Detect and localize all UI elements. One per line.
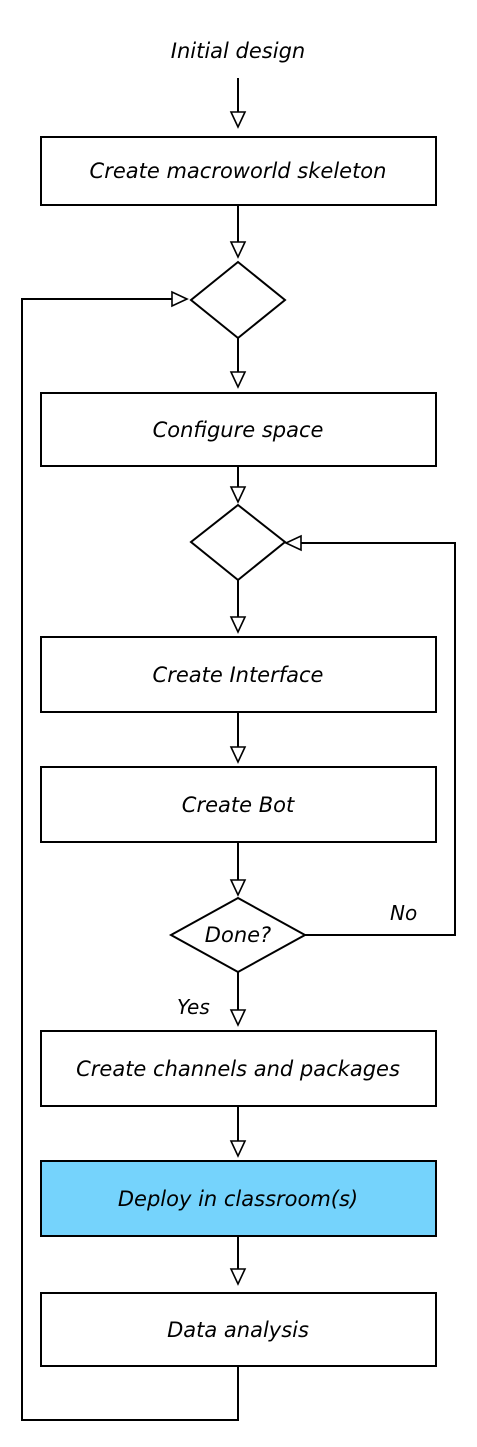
arrow-configure-to-merge-2 [229, 466, 247, 504]
step-data-analysis: Data analysis [40, 1292, 437, 1367]
step-create-bot-label: Create Bot [182, 793, 295, 817]
arrow-skeleton-to-merge-1 [229, 205, 247, 259]
step-create-interface: Create Interface [40, 636, 437, 713]
arrow-done-to-channels [229, 972, 247, 1027]
decision-done: Done? [168, 896, 308, 974]
edge-label-yes: Yes [177, 995, 210, 1019]
arrow-start-to-skeleton [229, 78, 247, 129]
start-label: Initial design [171, 39, 305, 63]
step-configure-space: Configure space [40, 392, 437, 467]
arrow-bot-to-done [229, 842, 247, 897]
decision-done-label: Done? [205, 923, 271, 947]
loop-no-to-merge-2 [284, 534, 456, 936]
arrow-deploy-to-analysis [229, 1236, 247, 1286]
step-configure-space-label: Configure space [153, 418, 324, 442]
arrow-channels-to-deploy [229, 1106, 247, 1158]
loop-analysis-to-merge-1 [21, 290, 239, 1421]
step-create-macroworld-skeleton: Create macroworld skeleton [40, 136, 437, 206]
step-deploy-in-classrooms-label: Deploy in classroom(s) [118, 1187, 358, 1211]
arrow-interface-to-bot [229, 712, 247, 764]
step-data-analysis-label: Data analysis [167, 1318, 309, 1342]
merge-diamond-1 [189, 260, 287, 340]
step-create-macroworld-skeleton-label: Create macroworld skeleton [90, 159, 387, 183]
arrow-merge-1-to-configure [229, 338, 247, 389]
step-create-channels-and-packages: Create channels and packages [40, 1030, 437, 1107]
step-create-interface-label: Create Interface [153, 663, 324, 687]
merge-diamond-2 [189, 503, 287, 582]
step-create-channels-and-packages-label: Create channels and packages [76, 1057, 400, 1081]
step-deploy-in-classrooms: Deploy in classroom(s) [40, 1160, 437, 1237]
edge-label-no: No [390, 901, 417, 925]
arrow-merge-2-to-interface [229, 580, 247, 634]
step-create-bot: Create Bot [40, 766, 437, 843]
